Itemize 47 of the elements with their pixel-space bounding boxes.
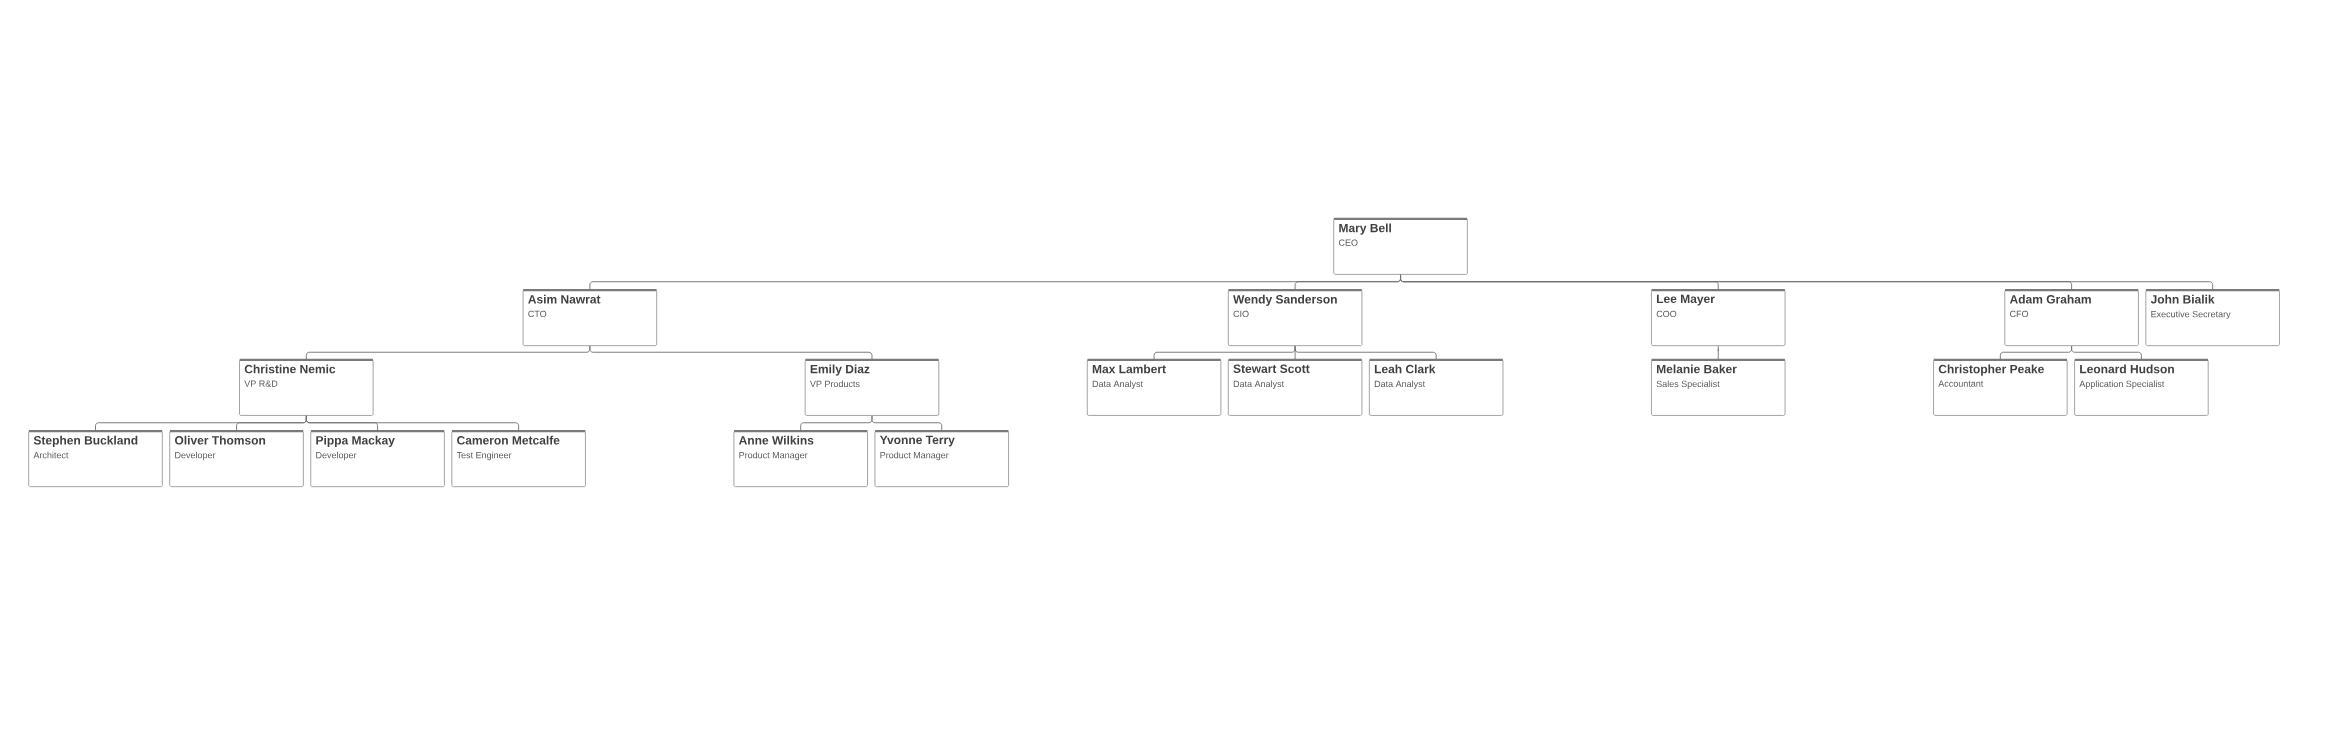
job-title: CFO bbox=[2010, 310, 2029, 318]
person-name: Christopher Peake bbox=[1938, 364, 2044, 376]
person-name: Cameron Metcalfe bbox=[457, 435, 560, 445]
job-title: Developer bbox=[316, 451, 357, 461]
job-title: Data Analyst bbox=[1092, 380, 1143, 389]
job-title: Product Manager bbox=[880, 451, 949, 461]
person-name: Leah Clark bbox=[1374, 364, 1436, 374]
person-name: Anne Wilkins bbox=[738, 435, 814, 445]
person-name: Asim Nawrat bbox=[528, 294, 601, 304]
job-title: VP Products bbox=[809, 380, 860, 388]
job-title: Data Analyst bbox=[1374, 380, 1426, 389]
person-name: Yvonne Terry bbox=[879, 435, 955, 447]
person-name: Melanie Baker bbox=[1657, 364, 1737, 374]
person-name: Wendy Sanderson bbox=[1233, 294, 1337, 306]
person-name: Christine Nemic bbox=[244, 364, 336, 374]
job-title: Data Analyst bbox=[1233, 380, 1284, 389]
person-name: Max Lambert bbox=[1092, 364, 1166, 374]
job-title: CTO bbox=[528, 310, 547, 318]
connector-line bbox=[305, 415, 520, 431]
connector-line bbox=[589, 345, 873, 360]
job-title: CIO bbox=[1233, 310, 1249, 318]
job-title: Architect bbox=[33, 451, 69, 459]
job-title: Developer bbox=[175, 451, 216, 461]
job-title: CEO bbox=[1338, 239, 1358, 246]
person-name: Stewart Scott bbox=[1233, 364, 1310, 373]
person-name: Mary Bell bbox=[1339, 223, 1391, 235]
person-name: Stephen Buckland bbox=[33, 435, 138, 447]
person-name: John Bialik bbox=[2150, 294, 2215, 304]
connector-line bbox=[1294, 345, 1437, 360]
job-title: Application Specialist bbox=[2079, 380, 2165, 389]
job-title: COO bbox=[1656, 310, 1677, 318]
person-name: Oliver Thomson bbox=[174, 435, 266, 445]
connector-line bbox=[871, 415, 943, 431]
person-name: Lee Mayer bbox=[1657, 294, 1715, 306]
job-title: Product Manager bbox=[739, 451, 808, 461]
connector-line bbox=[1400, 274, 2214, 290]
job-title: Sales Specialist bbox=[1656, 380, 1720, 389]
job-title: VP R&D bbox=[244, 380, 278, 387]
job-title: Executive Secretary bbox=[2151, 310, 2231, 320]
person-name: Leonard Hudson bbox=[2080, 364, 2174, 374]
person-name: Adam Graham bbox=[2009, 294, 2091, 304]
job-title: Accountant bbox=[1938, 380, 1984, 387]
connector-line bbox=[1717, 345, 1719, 360]
job-title: Test Engineer bbox=[456, 451, 512, 461]
connector-line bbox=[2071, 345, 2142, 360]
person-name: Emily Diaz bbox=[810, 364, 870, 376]
person-name: Pippa Mackay bbox=[316, 435, 395, 447]
